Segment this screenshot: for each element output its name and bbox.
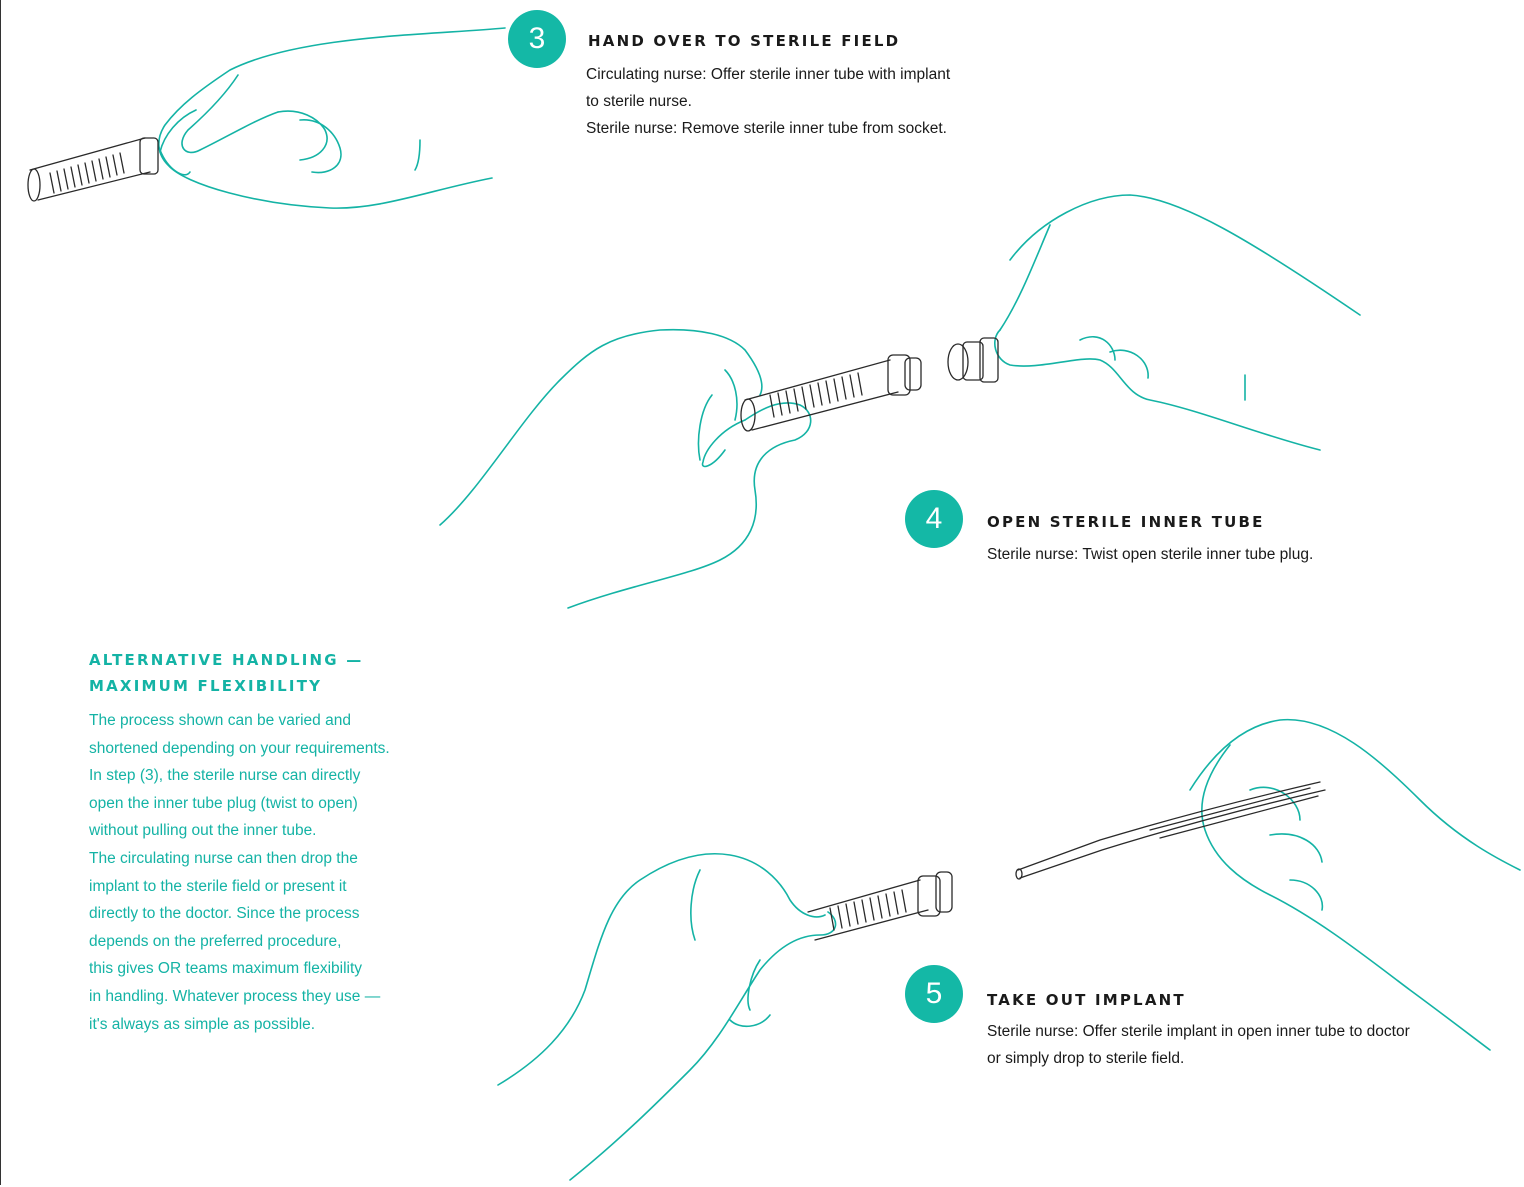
alternative-line: directly to the doctor. Since the proces… xyxy=(89,900,449,928)
alternative-line: The circulating nurse can then drop the xyxy=(89,845,449,873)
alternative-heading-line: ALTERNATIVE HANDLING — xyxy=(89,647,363,673)
alternative-line: it's always as simple as possible. xyxy=(89,1011,449,1039)
step-line: or simply drop to sterile field. xyxy=(987,1045,1410,1072)
alternative-heading: ALTERNATIVE HANDLING — MAXIMUM FLEXIBILI… xyxy=(89,647,363,699)
step-line: Circulating nurse: Offer sterile inner t… xyxy=(586,61,950,88)
alternative-line: this gives OR teams maximum flexibility xyxy=(89,955,449,983)
step-number-badge: 5 xyxy=(905,965,963,1023)
alternative-heading-line: MAXIMUM FLEXIBILITY xyxy=(89,673,363,699)
step-title: TAKE OUT IMPLANT xyxy=(987,991,1186,1009)
step-number-badge: 4 xyxy=(905,490,963,548)
step-line: Sterile nurse: Twist open sterile inner … xyxy=(987,541,1313,568)
step-title: HAND OVER TO STERILE FIELD xyxy=(588,32,900,50)
alternative-line: depends on the preferred procedure, xyxy=(89,928,449,956)
alternative-line: open the inner tube plug (twist to open) xyxy=(89,790,449,818)
step-description: Sterile nurse: Offer sterile implant in … xyxy=(987,1018,1410,1072)
step-description: Circulating nurse: Offer sterile inner t… xyxy=(586,61,950,142)
step-number-badge: 3 xyxy=(508,10,566,68)
step-description: Sterile nurse: Twist open sterile inner … xyxy=(987,541,1313,568)
step-line: Sterile nurse: Remove sterile inner tube… xyxy=(586,115,950,142)
hand-holding-inner-tube-icon xyxy=(28,28,505,208)
step-line: Sterile nurse: Offer sterile implant in … xyxy=(987,1018,1410,1045)
alternative-line: in handling. Whatever process they use — xyxy=(89,983,449,1011)
alternative-line: shortened depending on your requirements… xyxy=(89,735,449,763)
alternative-line: without pulling out the inner tube. xyxy=(89,817,449,845)
alternative-line: implant to the sterile field or present … xyxy=(89,873,449,901)
step-line: to sterile nurse. xyxy=(586,88,950,115)
alternative-description: The process shown can be varied and shor… xyxy=(89,707,449,1038)
alternative-line: The process shown can be varied and xyxy=(89,707,449,735)
hands-holding-tube-and-instrument-icon xyxy=(498,720,1520,1180)
alternative-line: In step (3), the sterile nurse can direc… xyxy=(89,762,449,790)
step-title: OPEN STERILE INNER TUBE xyxy=(987,513,1265,531)
